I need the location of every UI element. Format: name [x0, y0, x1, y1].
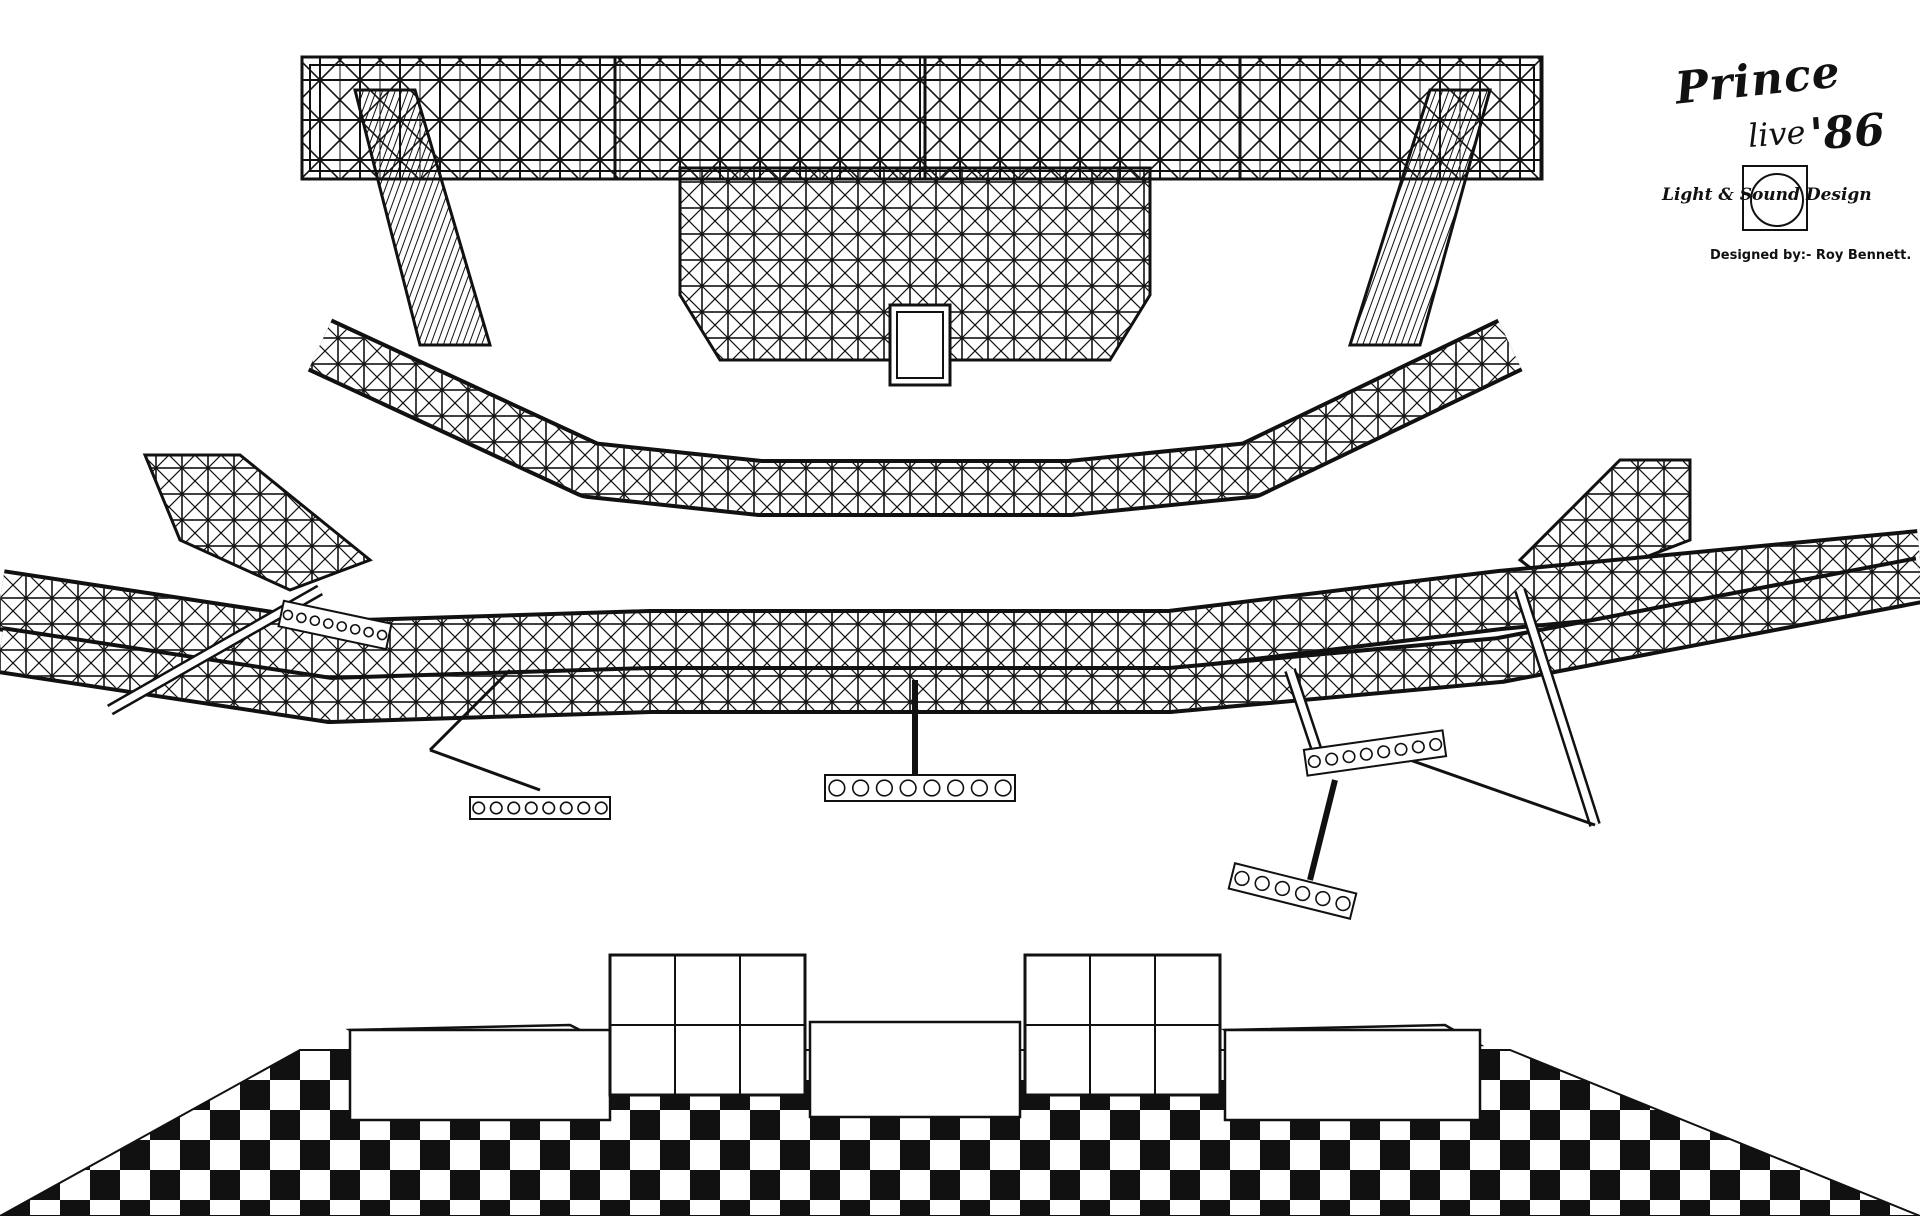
lamp-icon — [309, 615, 321, 627]
lamp-icon — [559, 801, 573, 815]
light-bar-right-high — [1302, 729, 1448, 777]
lamp-icon — [1335, 895, 1351, 912]
lamp-icon — [1307, 754, 1321, 769]
lamp-icon — [1315, 890, 1331, 907]
lamp-icon — [875, 779, 894, 797]
center-hanging-truss — [678, 166, 1152, 387]
lamp-icon — [828, 779, 846, 797]
designer-credit: Designed by:- Roy Bennett. — [1710, 248, 1912, 263]
lamp-icon — [1234, 870, 1250, 887]
lamp-icon — [1394, 742, 1408, 756]
lamp-icon — [1254, 875, 1270, 892]
lamp-icon — [349, 623, 361, 635]
logo-year: '86 — [1808, 104, 1887, 161]
lamp-icon — [594, 801, 608, 815]
lamp-icon — [1429, 737, 1443, 752]
lamp-icon — [1377, 745, 1391, 759]
lamp-icon — [577, 801, 591, 815]
lamp-icon — [507, 801, 521, 815]
lamp-icon — [376, 629, 388, 641]
lamp-icon — [542, 801, 556, 815]
logo-prince: Prince — [1672, 46, 1843, 115]
lamp-icon — [472, 801, 486, 815]
lamp-icon — [970, 779, 989, 797]
lamp-icon — [489, 801, 503, 815]
stage-risers — [345, 1020, 1485, 1122]
light-bar-center — [824, 774, 1016, 802]
lamp-icon — [363, 626, 374, 638]
top-truss — [300, 55, 1544, 181]
front-truss — [0, 529, 1920, 724]
lamp-icon — [1359, 747, 1373, 761]
monitor-stacks — [608, 953, 1222, 1097]
lamp-icon — [336, 621, 348, 632]
company-logo: Light & Sound Design — [1660, 165, 1910, 235]
lamp-icon — [524, 801, 538, 815]
lamp-icon — [851, 779, 870, 797]
lamp-icon — [296, 612, 307, 624]
middle-truss — [307, 318, 1523, 517]
lamp-icon — [1411, 740, 1425, 754]
lamp-icon — [322, 618, 334, 629]
company-logo-mark — [1742, 165, 1808, 231]
lamp-icon — [946, 779, 965, 797]
light-bar-far-left — [277, 599, 393, 651]
light-bars — [277, 599, 1448, 920]
light-bar-left — [469, 796, 611, 820]
lamp-icon — [1342, 750, 1356, 764]
diagonal-supports — [353, 88, 1492, 347]
lamp-icon — [1325, 752, 1339, 766]
lamp-icon — [1274, 880, 1291, 897]
title-block: Prince live '86 Light & Sound Design Des… — [1660, 46, 1912, 275]
light-bar-right-low — [1227, 862, 1358, 920]
company-name: Light & Sound Design — [1662, 185, 1872, 205]
logo-live: live — [1746, 113, 1807, 155]
lamp-icon — [899, 779, 917, 797]
lamp-icon — [994, 779, 1012, 797]
lamp-icon — [1294, 885, 1311, 902]
lamp-icon — [282, 609, 294, 621]
lamp-icon — [923, 779, 941, 797]
